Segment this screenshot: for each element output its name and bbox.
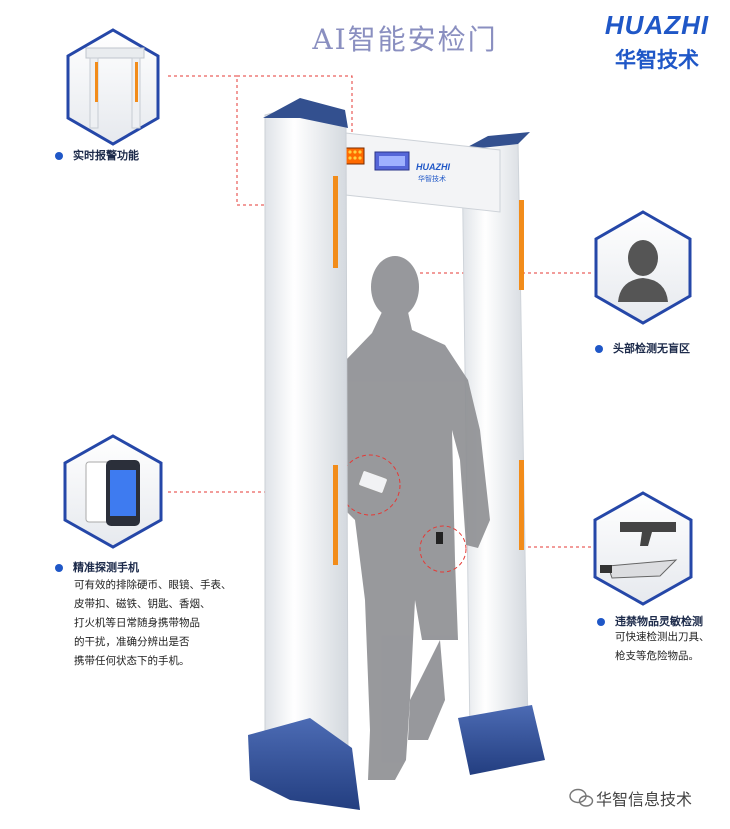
feature-label-head: 头部检测无盲区 — [595, 340, 690, 356]
led-strips — [333, 176, 524, 565]
brand-name-en: HUAZHI — [604, 10, 710, 40]
callout-alarm-2 — [237, 75, 353, 150]
person-silhouette — [338, 256, 490, 780]
gun-knife-icon — [600, 522, 678, 579]
hex-weapon — [593, 491, 693, 606]
head-silhouette-icon — [618, 240, 668, 302]
feature-desc-phone: 可有效的排除硬币、眼镜、手表、 皮带扣、磁铁、钥匙、香烟、 打火机等日常随身携带… — [74, 579, 232, 667]
bullet-dot — [597, 618, 605, 626]
hex-phone — [63, 434, 163, 549]
brand-name-cn: 华智技术 — [615, 48, 699, 72]
hex-head — [594, 210, 692, 325]
bullet-dot — [55, 564, 63, 572]
feature-label-alarm: 实时报警功能 — [55, 147, 139, 163]
led-left-top — [333, 176, 338, 268]
footer-account-name: 华智信息技术 — [596, 790, 693, 809]
feature-label-weapon: 违禁物品灵敏检测 — [597, 613, 703, 629]
callout-alarm — [168, 75, 340, 206]
wechat-icon — [569, 788, 594, 807]
phone-icon — [85, 460, 140, 526]
alarm-gate-icon — [85, 47, 145, 59]
gate-brand-cn: 华智技术 — [418, 174, 446, 183]
bullet-dot — [595, 345, 603, 353]
pocket-weapon — [419, 525, 467, 573]
feature-desc-weapon: 可快速检测出刀具、 枪支等危险物品。 — [615, 631, 710, 662]
led-right-bottom — [519, 460, 524, 550]
right-pillar — [458, 132, 545, 775]
hex-alarm — [66, 28, 160, 146]
gate-brand-en: HUAZHI — [416, 162, 450, 172]
led-left-bottom — [333, 465, 338, 565]
left-pillar — [248, 98, 360, 810]
feature-label-phone: 精准探测手机 — [55, 559, 139, 575]
page-title: AI智能安检门 — [312, 23, 498, 56]
brand-logo: HUAZHI 华智技术 — [598, 8, 716, 90]
bullet-dot — [55, 152, 63, 160]
led-right-top — [519, 200, 524, 290]
